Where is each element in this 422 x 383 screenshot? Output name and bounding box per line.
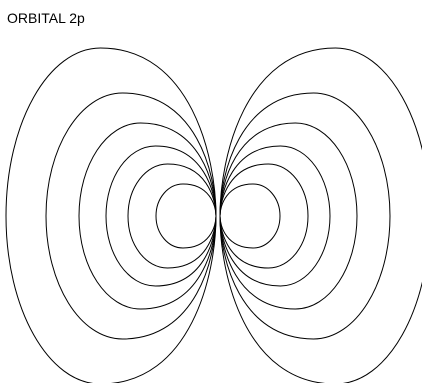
left-lobe-contour-3 bbox=[79, 123, 216, 309]
right-lobe-contour-1 bbox=[220, 48, 422, 383]
right-lobe-contour-5 bbox=[220, 164, 308, 268]
left-lobe-contour-4 bbox=[106, 146, 216, 286]
left-lobe-contour-1 bbox=[6, 48, 216, 383]
right-lobe-contour-4 bbox=[220, 146, 330, 286]
left-lobe-contour-6 bbox=[156, 184, 216, 248]
right-lobe-contour-6 bbox=[220, 184, 280, 248]
right-lobe-contour-2 bbox=[220, 93, 390, 339]
right-lobe-contour-3 bbox=[220, 123, 357, 309]
left-lobe-contour-2 bbox=[46, 93, 216, 339]
contour-group bbox=[6, 48, 422, 383]
left-lobe-contour-5 bbox=[128, 164, 216, 268]
